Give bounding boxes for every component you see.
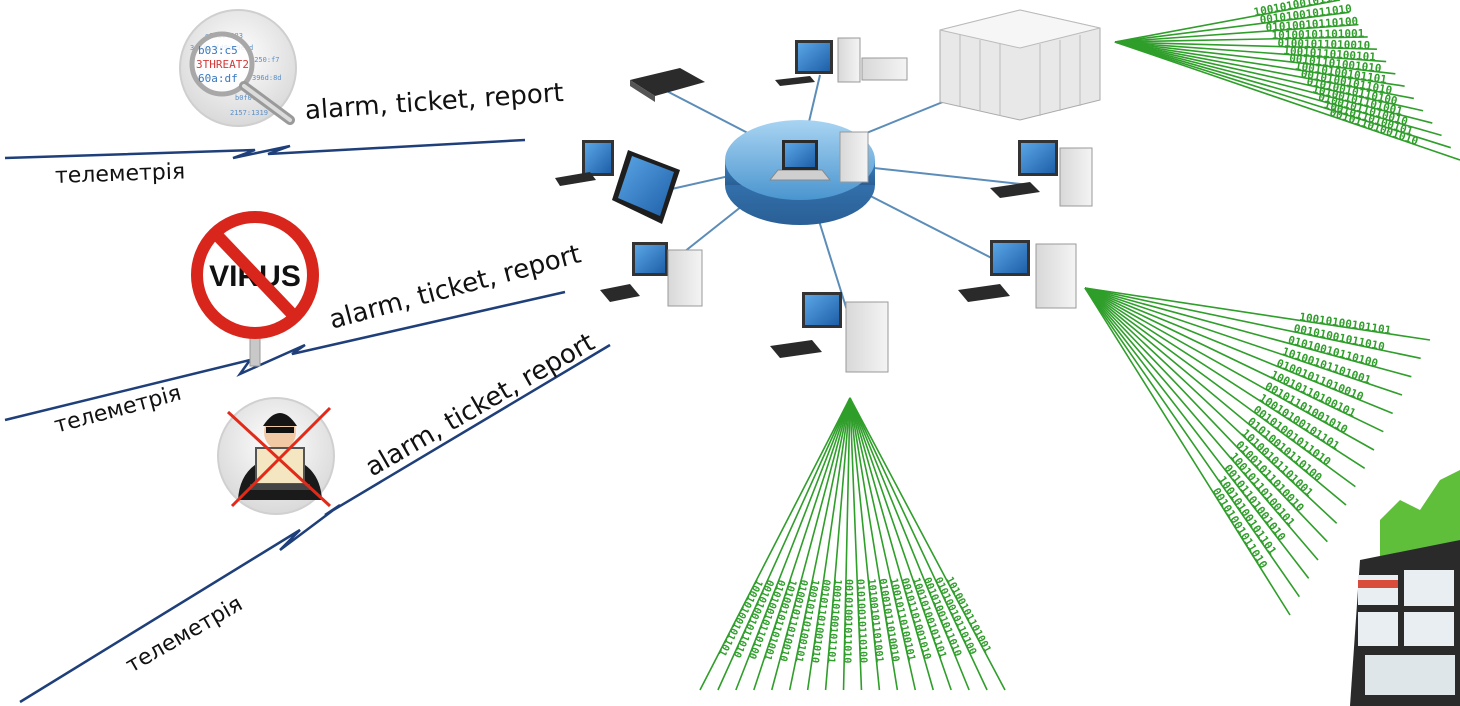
binary-stream-line	[1114, 41, 1414, 100]
svg-text:2157:1319: 2157:1319	[230, 109, 268, 117]
network-hub	[725, 120, 875, 225]
binary-stream-line	[849, 397, 863, 691]
binary-stream-line	[1084, 287, 1300, 598]
flat-device-icon	[630, 68, 705, 102]
desktop-computer-top	[775, 37, 908, 86]
binary-stream-line	[1084, 287, 1347, 506]
binary-stream-line	[849, 397, 988, 691]
link-line-1	[4, 138, 526, 160]
binary-stream-line	[1114, 41, 1405, 87]
desktop-computer-right-upper	[990, 140, 1093, 207]
monitoring-dashboard-icon	[1350, 470, 1460, 706]
binary-digits: 10100101101001	[1271, 27, 1364, 42]
binary-stream-bottom: 1001010010110100101001011010010100101101…	[699, 397, 1006, 691]
binary-stream-line	[1114, 41, 1377, 51]
binary-stream-line	[849, 397, 952, 691]
binary-stream-line	[1084, 287, 1412, 378]
binary-stream-line	[1084, 287, 1421, 360]
binary-digits: 01001011010010	[1277, 36, 1370, 52]
threat-hex-line-2: 3THREAT2	[196, 58, 249, 71]
binary-stream-top-right: 1001010010110100101001011010010100101101…	[1114, 0, 1460, 161]
binary-stream-line	[717, 397, 851, 691]
binary-stream-line	[806, 397, 851, 691]
binary-stream-line	[1114, 11, 1350, 43]
binary-digits: 01010010110100	[854, 579, 868, 664]
binary-stream-line	[1114, 41, 1442, 137]
desktop-computer-bottom	[770, 292, 889, 373]
binary-stream-line	[1084, 287, 1366, 470]
binary-stream-line	[1114, 41, 1387, 63]
binary-stream-line	[1114, 36, 1368, 43]
binary-stream-line	[849, 397, 970, 691]
threat-hex-line-1: b03:c5	[198, 44, 238, 57]
binary-stream-line	[699, 397, 851, 691]
no-virus-sign-icon: VIRUS	[191, 211, 319, 367]
binary-stream-line	[770, 397, 851, 691]
binary-stream-line	[1084, 287, 1403, 396]
server-rack-icon	[939, 9, 1101, 121]
binary-stream-line	[1084, 287, 1310, 579]
binary-stream-line	[788, 397, 851, 691]
binary-stream-line	[824, 397, 851, 691]
binary-stream-line	[849, 397, 881, 691]
binary-stream-line	[1114, 23, 1359, 43]
binary-stream-line	[1084, 287, 1328, 543]
binary-stream-line	[1114, 0, 1341, 43]
binary-stream-line	[1114, 41, 1396, 75]
binary-stream-line	[1114, 41, 1424, 112]
threat-hex-line-3: 60a:df	[198, 72, 238, 85]
threat-magnifier-icon: e1a2:1983 3fef:dfd9d:9ebd 1250:f7 396d:8…	[179, 9, 297, 127]
binary-stream-line	[1084, 287, 1384, 433]
binary-stream-line	[1114, 41, 1460, 161]
desktop-computer-right-lower	[958, 240, 1077, 309]
svg-text:b0f0:0b: b0f0:0b	[235, 94, 265, 102]
svg-text:1250:f7: 1250:f7	[250, 56, 280, 64]
binary-stream-line	[735, 397, 851, 691]
binary-stream-line	[1084, 287, 1291, 616]
svg-text:396d:8d: 396d:8d	[252, 74, 282, 82]
binary-digits: 00101001011010	[841, 579, 854, 664]
binary-stream-line	[849, 397, 1006, 691]
binary-stream-line	[1084, 287, 1356, 488]
binary-stream-line	[849, 397, 917, 691]
desktop-computer-left-lower	[600, 242, 703, 307]
binary-stream-line	[849, 397, 935, 691]
binary-stream-line	[1084, 287, 1431, 341]
binary-stream-line	[1114, 41, 1433, 124]
binary-stream-line	[1084, 287, 1375, 451]
binary-stream-line	[1114, 41, 1452, 149]
no-hacker-icon	[217, 397, 335, 515]
binary-stream-line	[1084, 287, 1338, 524]
binary-stream-line	[1084, 287, 1319, 561]
binary-stream-line	[849, 397, 899, 691]
link-line-3	[19, 343, 611, 704]
desktop-computer-left	[555, 140, 680, 224]
binary-stream-line	[753, 397, 851, 691]
binary-stream-line	[842, 397, 851, 691]
telemetry-label-1: телеметрія	[54, 159, 186, 189]
link-line-2	[4, 290, 566, 422]
binary-stream-line	[1084, 287, 1393, 415]
